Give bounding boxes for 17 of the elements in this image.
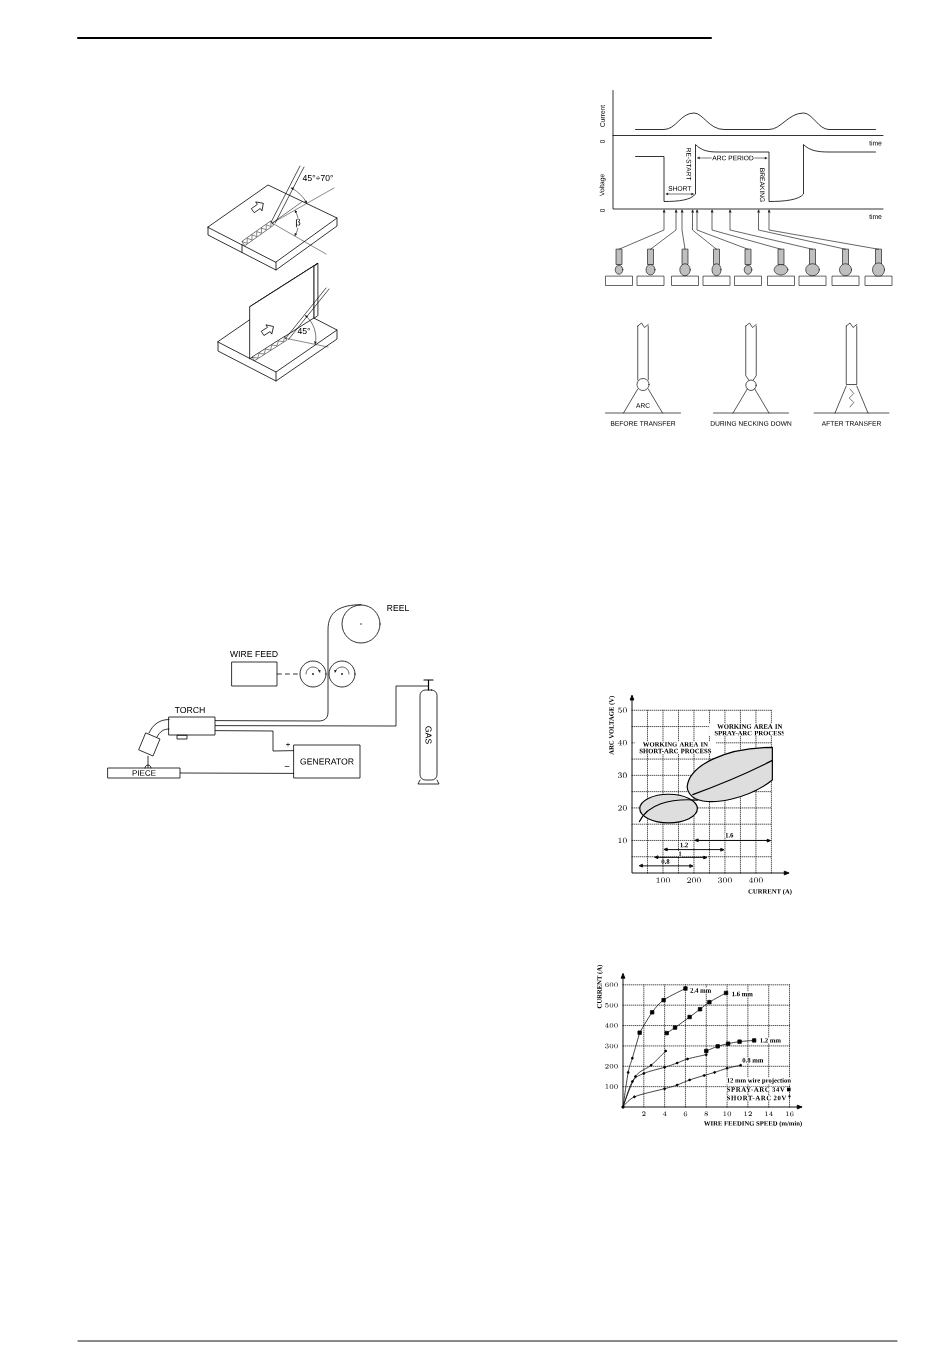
- y-tick-label: 40: [617, 739, 627, 746]
- y-tick-label: 50: [618, 707, 627, 714]
- angle-label: β: [294, 218, 302, 228]
- y-tick-label: 30: [618, 772, 627, 779]
- x-tick-label: 100: [656, 877, 670, 884]
- x-tick-label: 200: [687, 877, 701, 884]
- part-label: WIRE FEED: [229, 651, 278, 657]
- y-tick-label: 10: [618, 837, 627, 844]
- terminal-sign: +: [286, 742, 290, 747]
- angle-label: 45°÷70°: [302, 174, 333, 182]
- part-label: TORCH: [174, 706, 205, 714]
- angle-label: 45°: [297, 327, 311, 335]
- part-label: REEL: [387, 605, 410, 611]
- x-tick-label: 300: [718, 877, 732, 884]
- y-tick-label: 20: [618, 805, 627, 811]
- terminal-sign: −: [284, 766, 290, 767]
- x-tick-label: 400: [748, 877, 763, 884]
